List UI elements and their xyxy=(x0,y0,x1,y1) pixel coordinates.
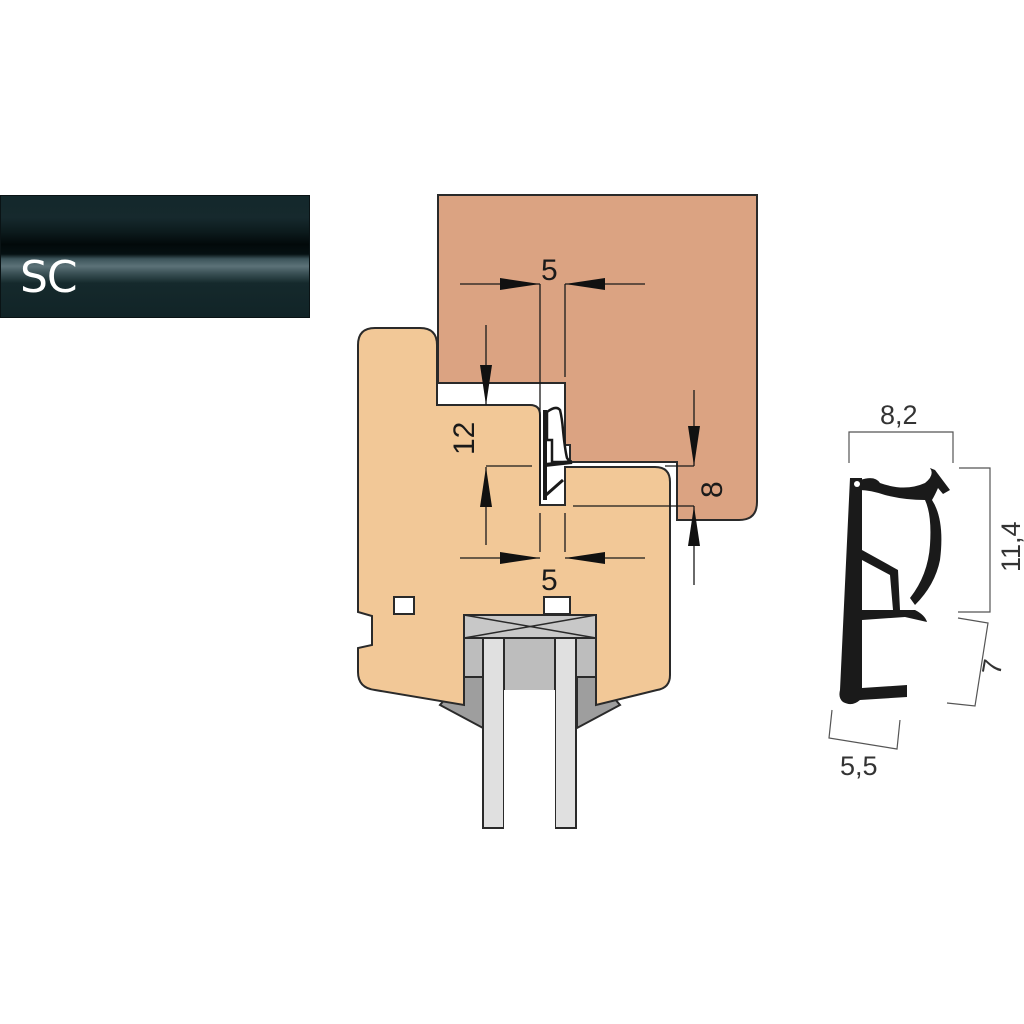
glazing-unit xyxy=(438,614,622,830)
seal-installed xyxy=(543,406,573,500)
dim-top-gap: 5 xyxy=(541,254,558,287)
color-code-label: SC xyxy=(20,252,78,303)
dimension-arrows xyxy=(480,278,700,564)
frame-groove-right xyxy=(543,596,571,615)
dim-overlap-height: 8 xyxy=(696,481,729,498)
dim-bottom-gap: 5 xyxy=(541,564,558,597)
profile-dimension-lines xyxy=(828,431,991,750)
profile-dim-upper-height: 11,4 xyxy=(996,521,1024,572)
dim-rebate-height: 12 xyxy=(448,422,481,455)
color-swatch xyxy=(0,195,310,318)
frame-section xyxy=(357,327,671,707)
profile-dim-width: 8,2 xyxy=(880,400,918,430)
frame-groove-left xyxy=(393,596,415,615)
profile-dim-base-width: 5,5 xyxy=(840,751,878,781)
seal-profile xyxy=(839,468,950,705)
sash-section xyxy=(437,194,758,521)
profile-dim-lower-height: 7 xyxy=(976,657,1008,677)
